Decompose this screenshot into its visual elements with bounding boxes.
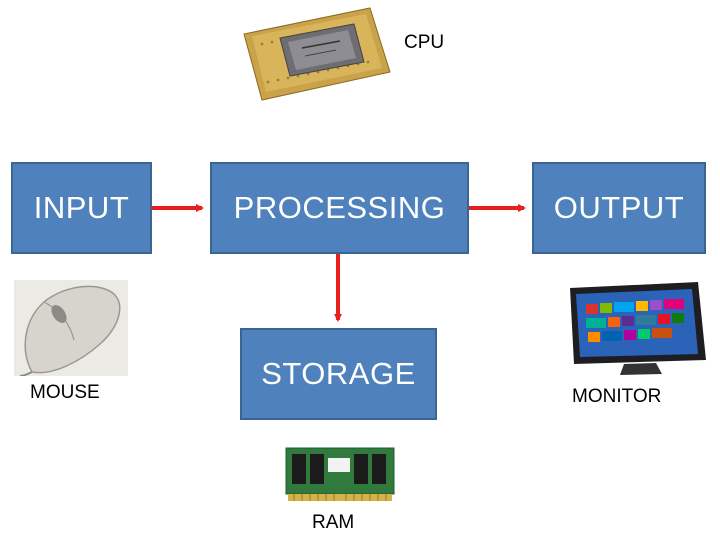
input-box: INPUT: [11, 162, 152, 254]
mouse-icon: [14, 280, 128, 376]
cpu-label: CPU: [404, 32, 445, 53]
storage-box: STORAGE: [240, 328, 437, 420]
ram-module-icon: [285, 447, 395, 501]
monitor-icon: [570, 282, 706, 375]
cpu-chip-icon: [243, 7, 391, 101]
ram-label: RAM: [312, 512, 355, 533]
processing-box: PROCESSING: [210, 162, 469, 254]
mouse-label: MOUSE: [30, 382, 100, 403]
monitor-label: MONITOR: [572, 386, 662, 407]
output-box: OUTPUT: [532, 162, 706, 254]
